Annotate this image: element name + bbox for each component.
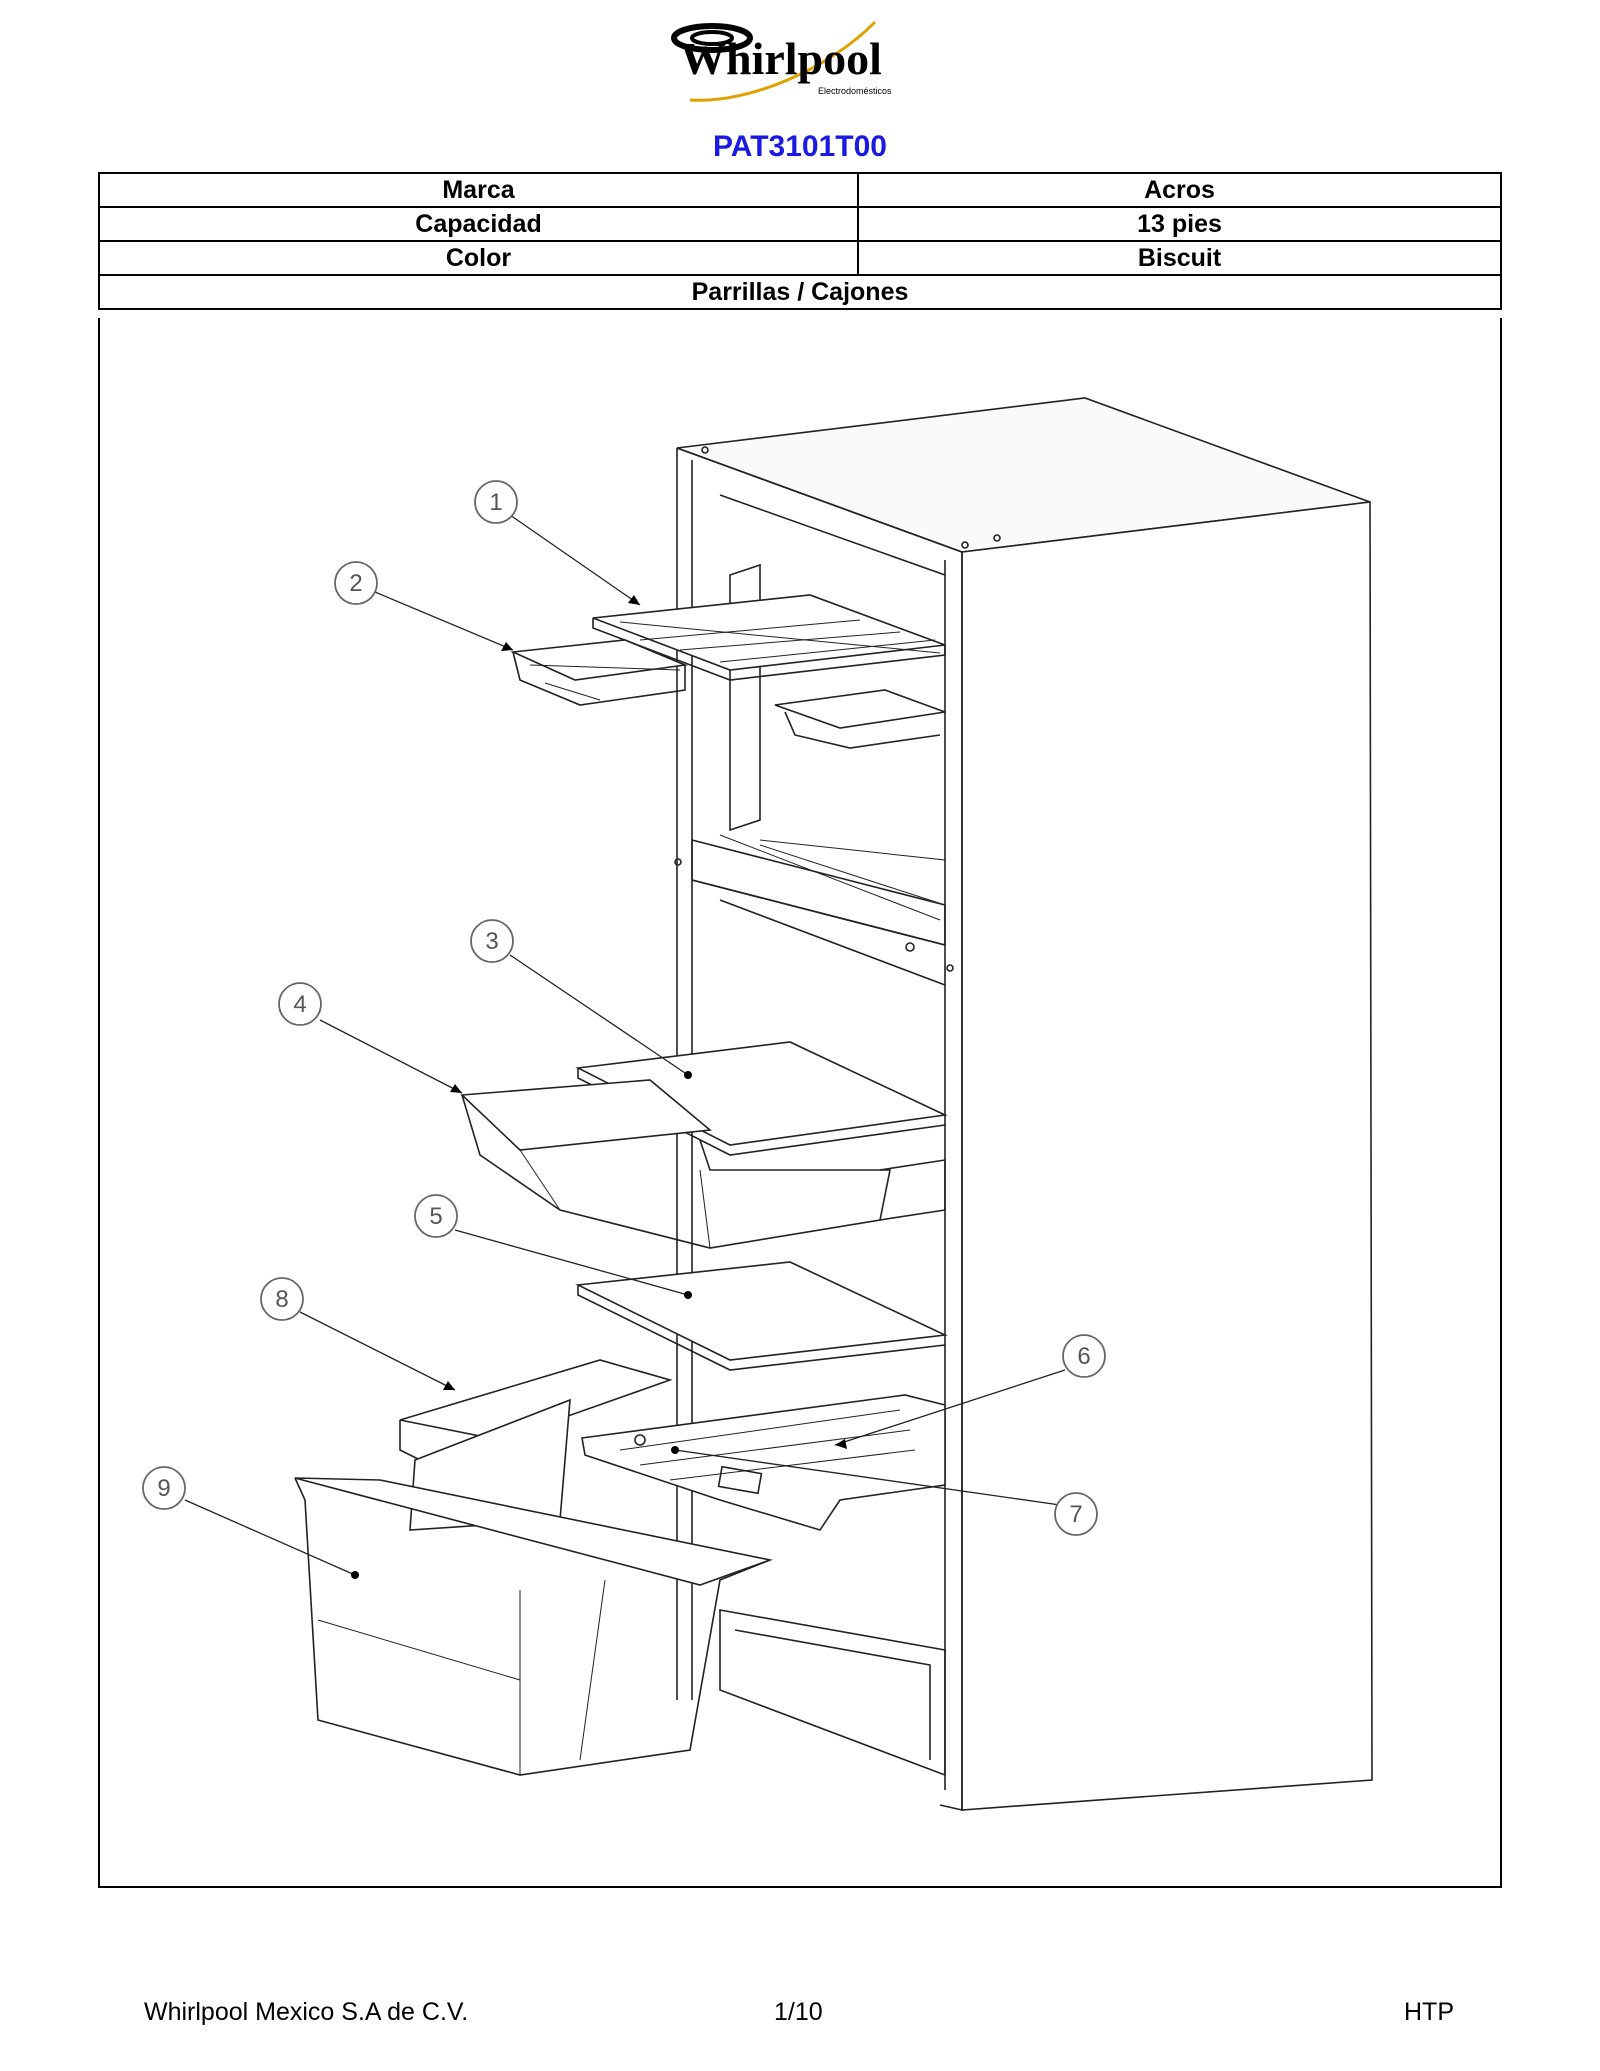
svg-text:2: 2 [349, 570, 362, 597]
section-title-row: Parrillas / Cajones [98, 274, 1502, 310]
footer-page-number: 1/10 [774, 1998, 823, 2026]
part-4-crisper-drawer [460, 1079, 946, 1249]
spec-value: 13 pies [857, 206, 1502, 242]
part-1-freezer-shelf [592, 594, 946, 681]
spec-row: Marca Acros [98, 172, 1502, 208]
diagram-callouts: 1 2 3 4 5 6 7 8 9 [142, 480, 1106, 1536]
section-title: Parrillas / Cajones [98, 274, 1502, 310]
callout-1: 1 [474, 480, 518, 524]
model-number: PAT3101T00 [713, 130, 887, 163]
svg-text:6: 6 [1077, 1343, 1090, 1370]
cabinet [674, 397, 1373, 1812]
spec-table: Marca Acros Capacidad 13 pies Color Bisc… [98, 172, 1502, 310]
spec-value: Acros [857, 172, 1502, 208]
svg-text:3: 3 [485, 928, 498, 955]
svg-text:7: 7 [1069, 1501, 1082, 1528]
spec-label: Color [98, 240, 859, 276]
spec-row: Capacidad 13 pies [98, 206, 1502, 242]
svg-text:9: 9 [157, 1475, 170, 1502]
part-2-ice-trays [509, 639, 946, 749]
logo-wordmark: Whirlpool [680, 33, 882, 84]
spec-value: Biscuit [857, 240, 1502, 276]
refrigerator-exploded-diagram [184, 397, 1373, 1812]
svg-text:8: 8 [275, 1286, 288, 1313]
svg-text:5: 5 [429, 1203, 442, 1230]
spec-label: Marca [98, 172, 859, 208]
drawing-frame [98, 318, 1502, 1888]
callout-6: 6 [1062, 1334, 1106, 1378]
callout-4: 4 [278, 982, 322, 1026]
leader-lines [184, 514, 1066, 1576]
svg-text:4: 4 [293, 991, 306, 1018]
spec-label: Capacidad [98, 206, 859, 242]
callout-3: 3 [470, 919, 514, 963]
callout-7: 7 [1054, 1492, 1098, 1536]
callout-5: 5 [414, 1194, 458, 1238]
part-5-glass-shelf [575, 1261, 948, 1371]
callout-8: 8 [260, 1277, 304, 1321]
spec-row: Color Biscuit [98, 240, 1502, 276]
logo-subtext: Electrodomésticos [818, 86, 892, 96]
part-7-control-knob [634, 1434, 646, 1446]
callout-9: 9 [142, 1466, 186, 1510]
footer-code: HTP [1404, 1998, 1454, 2026]
part-9-crisper-drawer [294, 1477, 773, 1776]
whirlpool-logo: Whirlpool Electrodomésticos [671, 20, 892, 102]
footer-company: Whirlpool Mexico S.A de C.V. [144, 1998, 469, 2026]
svg-text:1: 1 [489, 489, 502, 516]
callout-2: 2 [334, 561, 378, 605]
